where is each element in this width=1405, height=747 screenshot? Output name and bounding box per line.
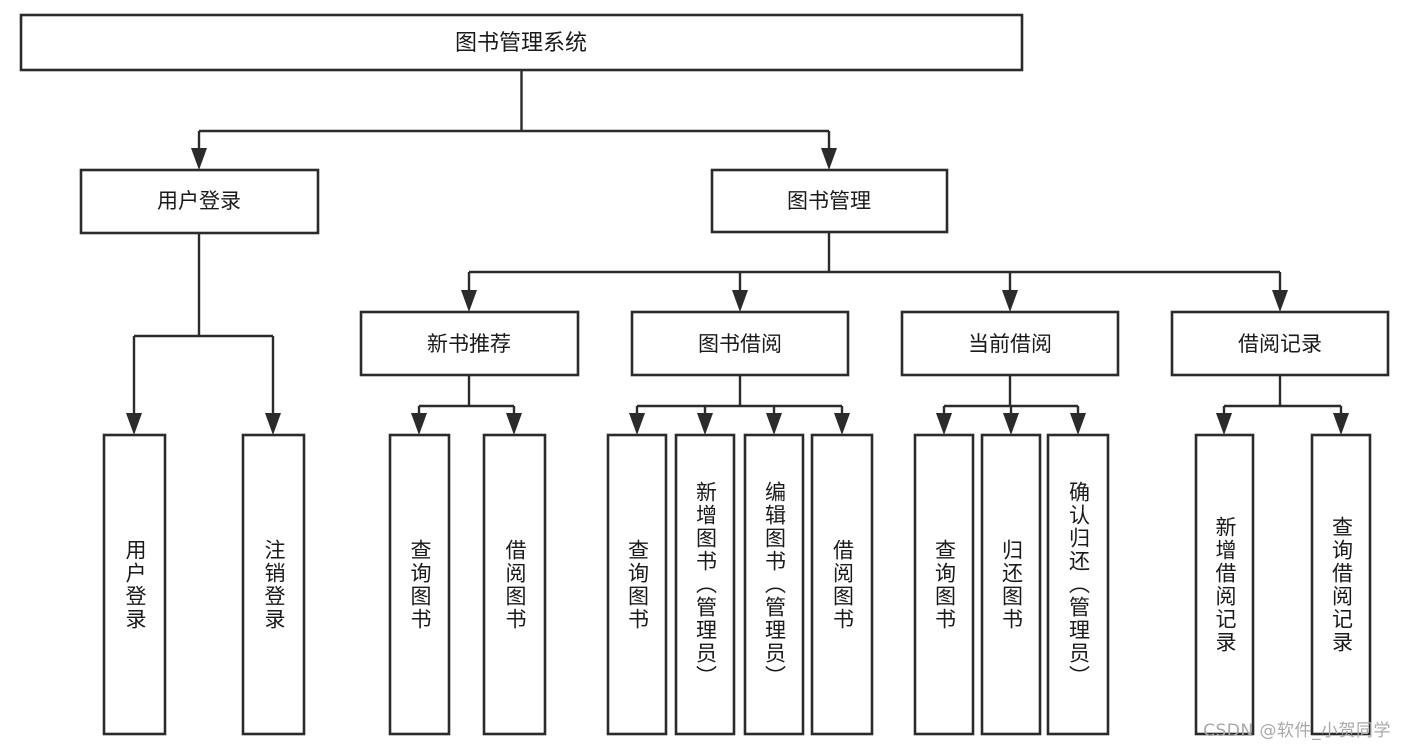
node-book-borrow[interactable]: 图书借阅	[630, 310, 850, 377]
node-book-borrow-label: 图书借阅	[698, 332, 782, 356]
node-borrow-record[interactable]: 借阅记录	[1170, 310, 1390, 377]
connector-bookborrow-to-leaves	[629, 375, 850, 435]
connector-currentborrow-to-leaves	[936, 375, 1086, 435]
leaf-box-user-login-2[interactable]	[241, 433, 306, 736]
leaf-box-user-login-1[interactable]	[102, 433, 167, 736]
leaf-box-currentborrow-1[interactable]	[913, 433, 975, 736]
leaf-box-borrowrecord-2[interactable]	[1310, 433, 1372, 736]
node-current-borrow[interactable]: 当前借阅	[900, 310, 1120, 377]
leaf-box-newbook-2[interactable]	[482, 433, 547, 736]
leaf-box-borrowrecord-1[interactable]	[1194, 433, 1255, 736]
node-borrow-record-label: 借阅记录	[1238, 332, 1322, 356]
node-user-login-label: 用户登录	[157, 189, 241, 213]
node-new-book-recommend[interactable]: 新书推荐	[359, 310, 580, 377]
node-book-management[interactable]: 图书管理	[710, 168, 949, 234]
leaf-box-currentborrow-3[interactable]	[1046, 433, 1110, 736]
node-root[interactable]: 图书管理系统	[19, 13, 1024, 72]
connector-bookmgmt-to-level3	[461, 232, 1288, 312]
node-book-management-label: 图书管理	[787, 189, 871, 213]
node-current-borrow-label: 当前借阅	[968, 332, 1052, 356]
node-new-book-recommend-label: 新书推荐	[427, 332, 511, 356]
leaf-box-bookborrow-3[interactable]	[743, 433, 805, 736]
leaf-box-newbook-1[interactable]	[388, 433, 451, 736]
leaf-box-bookborrow-1[interactable]	[606, 433, 668, 736]
connector-borrowrecord-to-leaves	[1216, 375, 1349, 435]
watermark-text: CSDN @软件_小贺同学	[1203, 721, 1391, 741]
connector-userlogin-to-leaves	[126, 233, 281, 435]
connector-root-to-level2	[191, 70, 837, 170]
leaf-box-bookborrow-4[interactable]	[810, 433, 874, 736]
node-root-label: 图书管理系统	[455, 31, 587, 56]
node-user-login[interactable]: 用户登录	[79, 168, 320, 235]
leaf-box-currentborrow-2[interactable]	[980, 433, 1042, 736]
connector-newbook-to-leaves	[411, 375, 522, 435]
leaf-box-bookborrow-2[interactable]	[674, 433, 736, 736]
